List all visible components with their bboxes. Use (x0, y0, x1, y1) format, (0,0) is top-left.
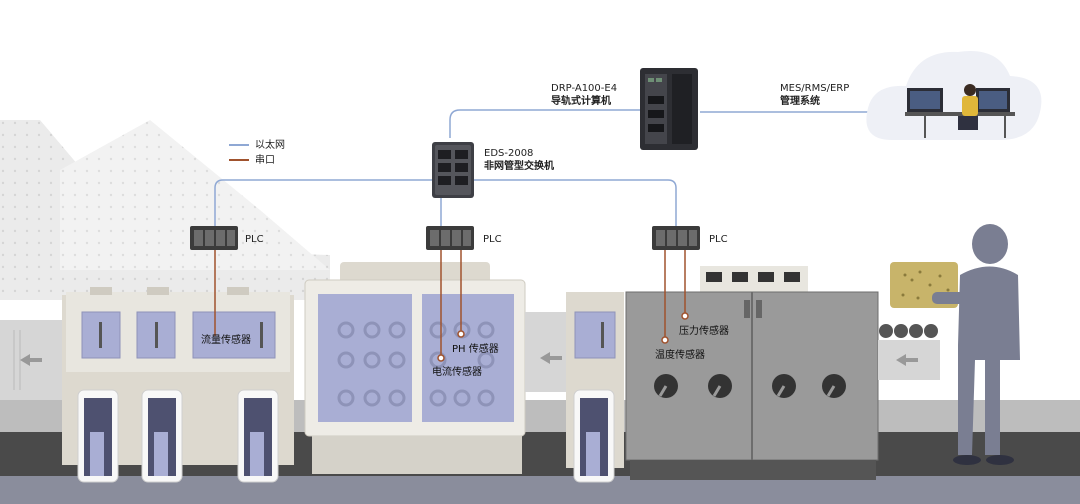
plc-label-2: PLC (483, 234, 502, 245)
cloud-operator-icon (866, 51, 1042, 140)
plc-module-2 (426, 226, 474, 250)
switch-device (432, 142, 474, 198)
temperature-sensor-label: 温度传感器 (655, 350, 705, 361)
ph-sensor-label: PH 传感器 (452, 344, 499, 355)
mes-title: MES/RMS/ERP (780, 83, 850, 94)
plc-module-3 (652, 226, 700, 250)
pressure-sensor-label: 压力传感器 (679, 326, 729, 337)
plc-module-1 (190, 226, 238, 250)
plc-label-3: PLC (709, 234, 728, 245)
machine-3 (625, 266, 879, 480)
sensor-dots (437, 312, 689, 362)
computer-device (640, 68, 698, 150)
current-sensor-label: 电流传感器 (432, 367, 482, 378)
switch-title: EDS-2008 (484, 148, 534, 159)
right-conveyor (878, 324, 940, 380)
computer-subtitle: 导轨式计算机 (551, 96, 611, 107)
machine-connector (525, 292, 624, 483)
left-arrow-icon (13, 330, 42, 390)
background-mountains (0, 120, 330, 300)
legend-ethernet-label: 以太网 (255, 140, 285, 151)
worker-figure (890, 224, 1020, 465)
legend-serial-label: 串口 (255, 155, 275, 166)
flow-sensor-label: 流量传感器 (201, 335, 251, 346)
plc-label-1: PLC (245, 234, 264, 245)
machine-2 (304, 262, 526, 474)
mes-subtitle: 管理系统 (780, 96, 820, 107)
machine-1 (62, 287, 294, 483)
computer-title: DRP-A100-E4 (551, 83, 618, 94)
serial-lines (214, 250, 686, 356)
switch-subtitle: 非网管型交换机 (484, 161, 554, 172)
ethernet-lines (214, 109, 880, 226)
